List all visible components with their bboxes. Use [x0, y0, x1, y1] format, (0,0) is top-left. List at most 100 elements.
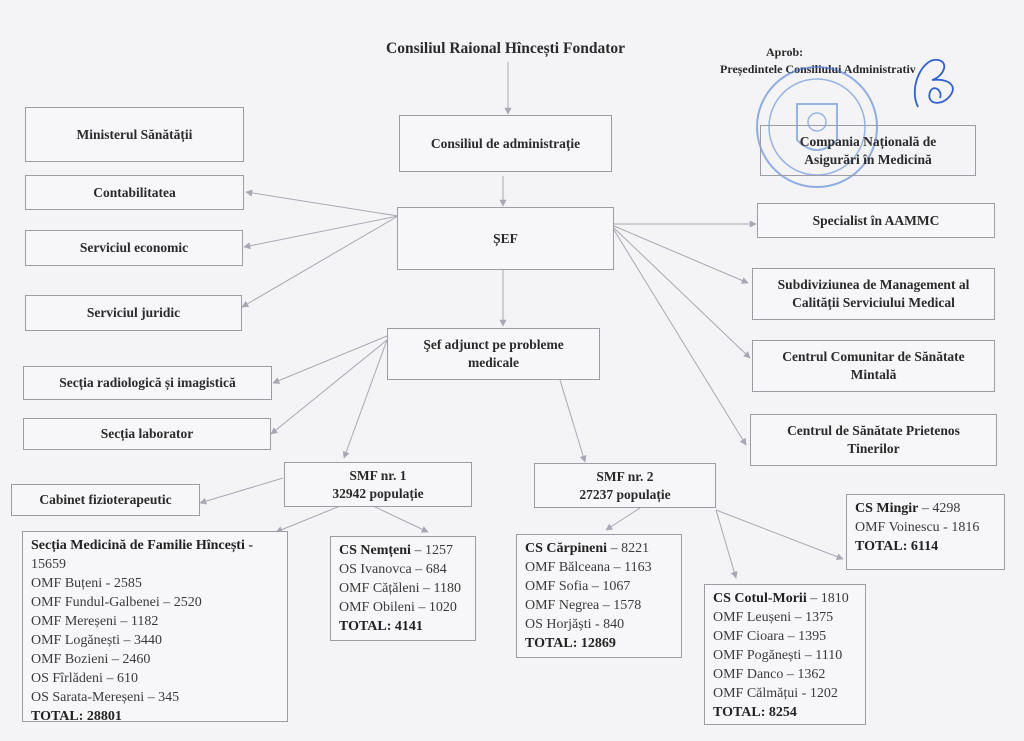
node-smf1-line1: SMF nr. 1	[349, 467, 407, 483]
unit-mingir-total: TOTAL: 6114	[855, 539, 939, 554]
node-quality-line1: Subdiviziunea de Management al	[777, 277, 970, 292]
node-radiology[interactable]: Secția radiologică și imagistică	[23, 366, 272, 400]
node-legal-label: Serviciul juridic	[86, 305, 181, 320]
link-chief-accounting	[245, 189, 399, 217]
node-board-label: Consiliul de administrație	[430, 135, 581, 151]
unit-hincesti-header-value: 15659	[31, 557, 66, 572]
link-smf2-cotul	[715, 509, 738, 579]
unit-hincesti-item: OMF Buțeni - 2585	[31, 576, 142, 591]
unit-carpineni-item: OMF Sofia – 1067	[525, 579, 631, 594]
node-deputy[interactable]: Şef adjunct pe probleme medicale	[387, 328, 600, 380]
unit-carpineni-item: OMF Bălceana – 1163	[525, 560, 652, 575]
link-chief-mental	[613, 227, 751, 359]
node-economic-label: Serviciul economic	[79, 240, 189, 255]
unit-carpineni-item: OS Horjăști - 840	[525, 617, 625, 632]
node-smf1-line2: 32942 populație	[332, 485, 424, 501]
unit-hincesti-total: TOTAL: 28801	[31, 709, 122, 724]
link-chief-youth	[613, 229, 747, 446]
node-smf1[interactable]: SMF nr. 1 32942 populație	[284, 462, 472, 507]
node-economic[interactable]: Serviciul economic	[25, 230, 243, 266]
signature-icon	[913, 59, 954, 108]
approval-label: Aprob:	[766, 45, 804, 59]
link-smf1-hincesti	[275, 505, 341, 533]
unit-mingir-item: OMF Voinescu - 1816	[855, 520, 980, 535]
link-chief-economic	[243, 215, 399, 250]
link-smf1-physio	[199, 477, 284, 505]
unit-hincesti-item: OMF Mereșeni – 1182	[31, 614, 159, 629]
unit-cotul-item: OMF Cioara – 1395	[713, 629, 827, 644]
node-smf2-line2: 27237 populație	[579, 486, 671, 502]
unit-hincesti-item: OMF Fundul-Galbenei – 2520	[31, 595, 202, 610]
node-radiology-label: Secția radiologică și imagistică	[59, 375, 236, 390]
node-mental-health[interactable]: Centrul Comunitar de Sănătate Mintală	[752, 340, 995, 392]
node-deputy-line2: medicale	[468, 355, 519, 370]
unit-mingir[interactable]: CS Mingir – 4298 OMF Voinescu - 1816 TOT…	[846, 494, 1005, 570]
unit-cotul-header-value: – 1810	[806, 591, 849, 606]
unit-nemteni-item: OMF Obileni – 1020	[339, 600, 457, 615]
link-chief-legal	[241, 215, 399, 308]
approval-by: Președintele Consiliului Administrativ	[720, 62, 916, 76]
unit-nemteni-item: OMF Cățăleni – 1180	[339, 581, 461, 596]
node-youth-center[interactable]: Centrul de Sănătate Prietenos Tinerilor	[750, 414, 997, 466]
unit-hincesti-item: OS Sarata-Mereșeni – 345	[31, 690, 180, 705]
link-smf2-mingir	[715, 509, 844, 560]
node-chief[interactable]: ȘEF	[397, 207, 614, 270]
node-aammc-label: Specialist în AAMMC	[812, 212, 940, 228]
unit-nemteni[interactable]: CS Nemțeni – 1257 OS Ivanovca – 684 OMF …	[330, 536, 476, 641]
node-board[interactable]: Consiliul de administrație	[399, 115, 612, 172]
unit-cotul-item: OMF Pogănești – 1110	[713, 648, 843, 663]
node-laboratory-label: Secția laborator	[100, 426, 194, 441]
node-mental-line1: Centrul Comunitar de Sănătate	[782, 349, 965, 364]
node-insurance-line2: Asigurări în Medicină	[804, 151, 932, 167]
unit-mingir-header: CS Mingir	[855, 501, 919, 516]
unit-nemteni-total: TOTAL: 4141	[339, 619, 423, 634]
node-aammc[interactable]: Specialist în AAMMC	[757, 203, 995, 238]
node-youth-line1: Centrul de Sănătate Prietenos	[787, 423, 960, 438]
link-smf2-carpineni	[605, 507, 641, 531]
unit-nemteni-header: CS Nemțeni	[339, 543, 411, 558]
node-smf2[interactable]: SMF nr. 2 27237 populație	[534, 463, 716, 508]
founder-title: Consiliul Raional Hîncești Fondator	[386, 40, 625, 57]
unit-nemteni-header-value: – 1257	[410, 543, 453, 558]
unit-mingir-header-value: – 4298	[918, 501, 961, 516]
link-chief-quality	[613, 225, 749, 284]
unit-cotul-header: CS Cotul-Morii	[713, 591, 807, 606]
node-quality[interactable]: Subdiviziunea de Management al Calității…	[752, 268, 995, 320]
node-deputy-line1: Şef adjunct pe probleme	[423, 337, 564, 352]
link-deputy-lab	[270, 339, 388, 435]
unit-carpineni-total: TOTAL: 12869	[525, 636, 616, 651]
node-physio-label: Cabinet fizioterapeutic	[39, 492, 172, 507]
node-accounting-label: Contabilitatea	[93, 184, 176, 200]
node-physio[interactable]: Cabinet fizioterapeutic	[11, 484, 200, 516]
unit-hincesti-item: OS Fîrlădeni – 610	[31, 671, 138, 686]
node-accounting[interactable]: Contabilitatea	[25, 175, 244, 210]
unit-carpineni-item: OMF Negrea – 1578	[525, 598, 642, 613]
link-deputy-smf2	[559, 379, 587, 463]
unit-hincesti[interactable]: Secția Medicină de Familie Hîncești - 15…	[22, 531, 288, 724]
unit-hincesti-item: OMF Bozieni – 2460	[31, 652, 151, 667]
unit-cotul-item: OMF Danco – 1362	[713, 667, 826, 682]
link-smf1-nemteni	[372, 505, 429, 533]
node-laboratory[interactable]: Secția laborator	[23, 418, 271, 450]
link-deputy-smf1	[342, 339, 388, 459]
unit-nemteni-item: OS Ivanovca – 684	[339, 562, 447, 577]
unit-carpineni[interactable]: CS Cărpineni – 8221 OMF Bălceana – 1163 …	[516, 534, 682, 658]
unit-cotul-item: OMF Leușeni – 1375	[713, 610, 834, 625]
node-ministry-label: Ministerul Sănătății	[76, 126, 193, 142]
node-quality-line2: Calității Serviciului Medical	[792, 295, 955, 310]
node-insurance[interactable]: Compania Națională de Asigurări în Medic…	[760, 125, 976, 176]
node-insurance-line1: Compania Națională de	[799, 133, 937, 149]
unit-cotul-item: OMF Călmățui - 1202	[713, 686, 838, 701]
link-deputy-radiology	[272, 335, 388, 384]
node-ministry[interactable]: Ministerul Sănătății	[25, 107, 244, 162]
node-smf2-line1: SMF nr. 2	[596, 468, 654, 484]
unit-carpineni-header: CS Cărpineni	[525, 541, 608, 556]
unit-carpineni-header-value: – 8221	[607, 541, 650, 556]
node-legal[interactable]: Serviciul juridic	[25, 295, 242, 331]
unit-hincesti-header: Secția Medicină de Familie Hîncești -	[31, 538, 254, 553]
unit-cotul-morii[interactable]: CS Cotul-Morii – 1810 OMF Leușeni – 1375…	[704, 584, 866, 725]
node-youth-line2: Tinerilor	[847, 441, 900, 456]
unit-cotul-total: TOTAL: 8254	[713, 705, 797, 720]
node-chief-label: ȘEF	[493, 230, 518, 246]
